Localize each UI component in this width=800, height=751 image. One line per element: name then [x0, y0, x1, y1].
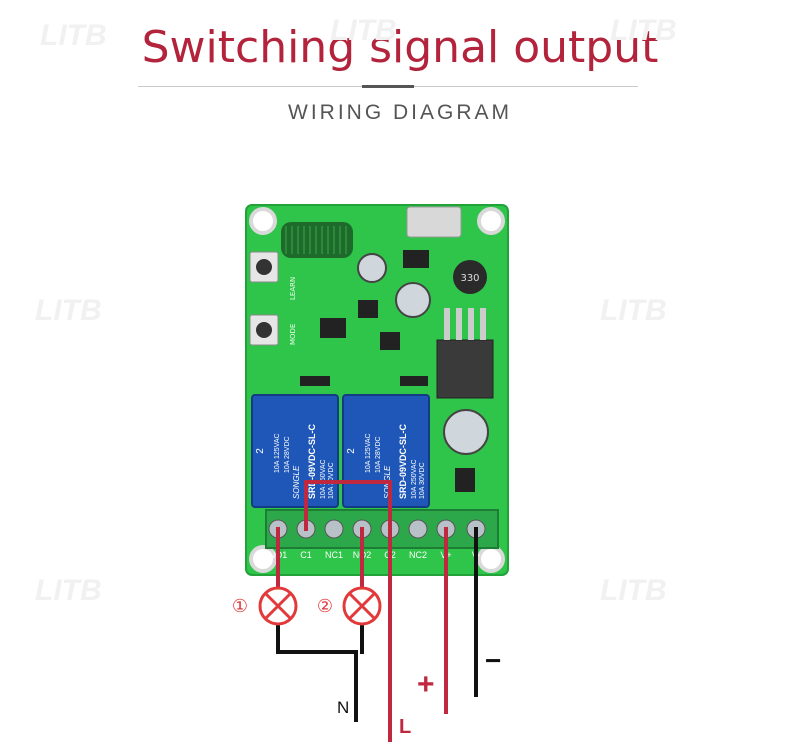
- live-wire: [304, 480, 392, 742]
- button-label: LEARN: [289, 277, 297, 300]
- relay-channel: 2: [346, 448, 357, 454]
- relay-model: SRD-09VDC-SL-C: [398, 423, 408, 499]
- relay-channel: 2: [255, 448, 266, 454]
- antenna-coil: [281, 222, 353, 258]
- relay-rating: 10A 28VDC: [375, 436, 382, 473]
- lamp-marker: ①: [232, 596, 248, 617]
- relay-rating: 10A 125VAC: [274, 433, 281, 473]
- ic-chip: [403, 250, 429, 268]
- ic-chip: [358, 300, 378, 318]
- watermark-text: LITB: [610, 14, 677, 47]
- relay-rating: 10A 250VAC: [411, 459, 418, 499]
- mounting-hole: [249, 207, 277, 235]
- mounting-hole: [249, 545, 277, 573]
- wiring: [276, 480, 478, 742]
- terminal-screw: [324, 519, 344, 539]
- negative-label: −: [485, 645, 501, 676]
- watermark-text: LITB: [330, 14, 397, 47]
- mounting-hole: [477, 545, 505, 573]
- watermarks: LITB LITB LITB LITB LITB LITB LITB: [35, 14, 677, 607]
- relay-rating: 10A 30VDC: [419, 462, 426, 499]
- button-knob: [256, 259, 272, 275]
- watermark-text: LITB: [600, 574, 667, 607]
- relay-body: [251, 394, 339, 508]
- lamp-cross: [263, 591, 293, 621]
- button-label: MODE: [289, 324, 297, 345]
- relay-model: SRD-09VDC-SL-C: [307, 423, 317, 499]
- terminal-label: C1: [300, 550, 312, 560]
- lamp-1: ①: [232, 586, 298, 626]
- page-title: Switching signal output: [141, 22, 659, 73]
- relay-1: 2 10A 125VAC 10A 28VDC SONGLE SRD-09VDC-…: [251, 394, 339, 508]
- terminal-screw: [408, 519, 428, 539]
- terminal-label: NC1: [325, 550, 343, 560]
- diode: [400, 376, 428, 386]
- ic-chip: [380, 332, 400, 350]
- capacitor: [357, 253, 387, 283]
- divider-accent: [362, 85, 414, 88]
- capacitor: [395, 282, 431, 318]
- mounting-hole: [477, 207, 505, 235]
- neutral-wire: [276, 623, 358, 722]
- positive-label: +: [417, 668, 435, 701]
- relay-2: 2 10A 125VAC 10A 28VDC SONGLE SRD-09VDC-…: [342, 394, 430, 508]
- watermark-text: LITB: [600, 294, 667, 327]
- watermark-text: LITB: [35, 574, 102, 607]
- relay-rating: 10A 28VDC: [284, 436, 291, 473]
- lamp-marker: ②: [317, 596, 333, 617]
- neutral-label: N: [337, 698, 349, 717]
- capacitor: [443, 409, 489, 455]
- button-knob: [256, 322, 272, 338]
- live-label: L: [399, 716, 411, 738]
- ic-chip: [320, 318, 346, 338]
- inductor: [453, 260, 487, 294]
- watermark-text: LITB: [35, 294, 102, 327]
- transistor: [455, 468, 475, 492]
- relay-brand: SONGLE: [292, 465, 301, 499]
- watermark-text: LITB: [40, 19, 107, 52]
- inductor-label: 330: [460, 273, 479, 284]
- diode: [300, 376, 330, 386]
- lamp-2: ②: [317, 586, 382, 626]
- relay-rating: 10A 125VAC: [365, 433, 372, 473]
- lamp-cross: [347, 591, 377, 621]
- relay-rating: 10A 250VAC: [320, 459, 327, 499]
- relay-body: [342, 394, 430, 508]
- voltage-regulator: [436, 339, 494, 399]
- terminal-label: NC2: [409, 550, 427, 560]
- relay-board: LEARN MODE 330 2 10A 125VAC 10A 28VDC: [245, 204, 509, 576]
- crystal-oscillator: [406, 206, 462, 238]
- page-subtitle: WIRING DIAGRAM: [288, 101, 512, 124]
